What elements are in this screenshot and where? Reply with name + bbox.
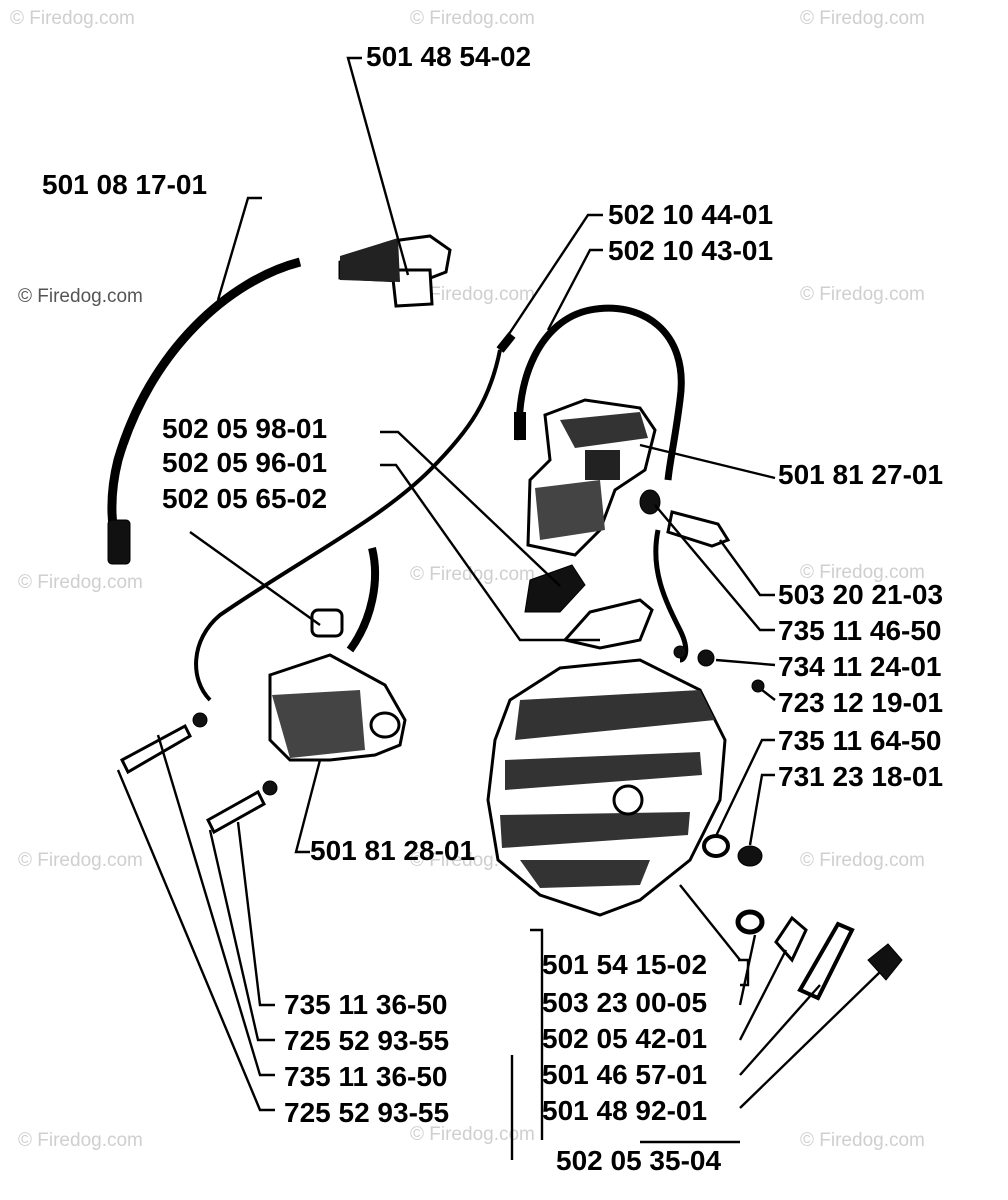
terminal-block xyxy=(524,564,586,613)
watermark: © Firedog.com xyxy=(410,284,535,305)
label-p12: 723 12 19-01 xyxy=(778,687,943,718)
valve-right xyxy=(737,845,763,867)
watermark: © Firedog.com xyxy=(800,1130,925,1151)
leader-lines xyxy=(116,56,881,1160)
label-p17: 503 23 00-05 xyxy=(542,987,707,1018)
connector xyxy=(310,547,380,653)
bolt-left-1 xyxy=(120,712,208,775)
part-labels: 501 48 54-02 501 08 17-01 502 10 44-01 5… xyxy=(42,41,943,1176)
nut-small xyxy=(697,649,715,667)
label-p20: 501 48 92-01 xyxy=(542,1095,707,1126)
label-p19: 501 46 57-01 xyxy=(542,1059,707,1090)
watermark: © Firedog.com xyxy=(800,850,925,871)
screw-small xyxy=(751,679,765,693)
bolt-upper xyxy=(639,489,731,548)
switch-wire xyxy=(653,529,689,663)
bolt-left-2 xyxy=(206,780,278,835)
washer-lower xyxy=(735,909,765,935)
watermark: © Firedog.com xyxy=(18,572,143,593)
label-p8: 501 81 27-01 xyxy=(778,459,943,490)
label-p16: 501 54 15-02 xyxy=(542,949,707,980)
watermark: © Firedog.com xyxy=(410,8,535,29)
watermark: © Firedog.com xyxy=(800,8,925,29)
ignition-wire xyxy=(194,349,502,702)
label-p23: 725 52 93-55 xyxy=(284,1025,449,1056)
ignition-coil xyxy=(268,653,407,762)
label-p3: 502 10 44-01 xyxy=(608,199,773,230)
watermark: © Firedog.com xyxy=(800,284,925,305)
label-p1: 501 48 54-02 xyxy=(366,41,531,72)
label-p9: 503 20 21-03 xyxy=(778,579,943,610)
label-p21: 502 05 35-04 xyxy=(556,1145,721,1176)
label-p5: 502 05 98-01 xyxy=(162,413,327,444)
washer-small xyxy=(673,645,687,659)
label-p22: 735 11 36-50 xyxy=(284,989,448,1020)
label-p24: 735 11 36-50 xyxy=(284,1061,448,1092)
watermark: © Firedog.com xyxy=(410,1124,535,1145)
label-p18: 502 05 42-01 xyxy=(542,1023,707,1054)
ground-wire xyxy=(515,304,685,481)
watermark: © Firedog.com xyxy=(18,286,143,307)
ignition-wire-end xyxy=(496,332,516,353)
cylinder xyxy=(486,658,727,917)
washer-right xyxy=(702,834,730,858)
watermark: © Firedog.com xyxy=(18,1130,143,1151)
label-p11: 734 11 24-01 xyxy=(778,651,942,682)
label-p7: 502 05 65-02 xyxy=(162,483,327,514)
intake-flange xyxy=(867,943,903,981)
label-p14: 731 23 18-01 xyxy=(778,761,943,792)
spark-plug-boot xyxy=(338,234,452,308)
watermark: © Firedog.com xyxy=(18,850,143,871)
label-p13: 735 11 64-50 xyxy=(778,725,942,756)
ignition-switch-block xyxy=(526,398,657,557)
ht-lead-end xyxy=(107,519,131,565)
gasket-small xyxy=(774,915,808,963)
watermark: © Firedog.com xyxy=(10,8,135,29)
ht-lead-tube xyxy=(107,257,302,557)
label-p15: 501 81 28-01 xyxy=(310,835,475,866)
gasket-large xyxy=(797,921,855,1001)
contact-bracket xyxy=(562,598,654,650)
label-p6: 502 05 96-01 xyxy=(162,447,327,478)
label-p4: 502 10 43-01 xyxy=(608,235,773,266)
watermark: © Firedog.com xyxy=(800,562,925,583)
label-p2: 501 08 17-01 xyxy=(42,169,207,200)
label-p10: 735 11 46-50 xyxy=(778,615,942,646)
label-p25: 725 52 93-55 xyxy=(284,1097,449,1128)
